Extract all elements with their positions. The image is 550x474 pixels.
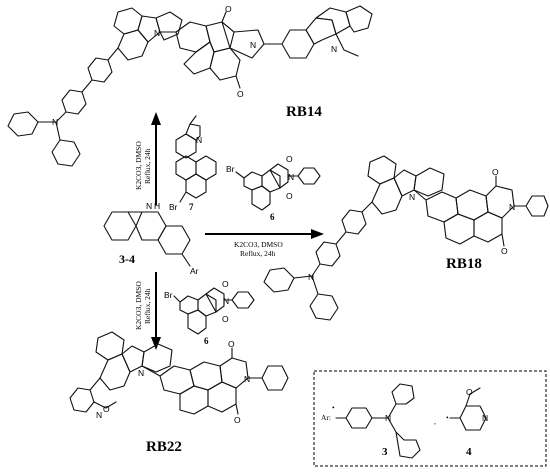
rb14-amine-n: N (52, 117, 58, 127)
rb18-structure (263, 155, 549, 321)
reagent-6d-n: N (223, 296, 229, 306)
reagent-6d-number: 6 (204, 336, 209, 346)
rb22-o-bottom: O (234, 415, 241, 425)
rb14-imide-n: N (250, 40, 256, 50)
down-reagent-line2: Reflux, 24h (143, 288, 152, 324)
rb18-carbazole-n: N (409, 192, 415, 202)
rb22-carbazole-n: N (138, 368, 144, 378)
reagent-7-number: 7 (189, 202, 194, 212)
rb14-o-bottom: O (237, 89, 244, 99)
ar-3-number: 3 (382, 446, 388, 458)
ar-4-attach: • (446, 413, 449, 422)
reagent-7-structure (175, 115, 217, 203)
ar-legend-box (313, 370, 547, 467)
reagent-6r-o-top: O (286, 154, 293, 164)
arrow-right-head (311, 229, 324, 239)
up-reagent-line2: Reflux, 24h (143, 148, 152, 184)
rb18-o-bottom: O (501, 246, 508, 256)
right-reagent-line1: K2CO3, DMSO (234, 240, 283, 249)
reagent-6r-o-bottom: O (286, 191, 293, 201)
rb18-o-top: O (492, 167, 499, 177)
reagent-6d-o-top: O (222, 279, 229, 289)
ar-sep: , (434, 417, 436, 426)
ar-4-n: N (482, 413, 488, 423)
ar-3-structure (335, 383, 421, 459)
start-structure (103, 211, 191, 267)
reagent-6r-br: Br (226, 164, 235, 174)
rb14-structure (7, 5, 373, 167)
reagent-6d-br: Br (164, 290, 173, 300)
reagent-6r-number: 6 (270, 212, 275, 222)
start-nh: N (146, 201, 152, 211)
ar-4-structure (449, 387, 487, 431)
down-reagent-line1: K2CO3, DMSO (134, 281, 143, 330)
rb14-o-top: O (225, 4, 232, 14)
rb22-imide-n: N (244, 374, 250, 384)
rb14-carbazole-n: N (154, 28, 160, 38)
rb22-structure (69, 331, 289, 415)
rb18-label: RB18 (446, 256, 482, 272)
arrow-down-head (151, 337, 161, 350)
reagent-6r-n: N (288, 172, 294, 182)
ar-legend-label: Ar: (321, 413, 331, 422)
rb22-o-top: O (228, 339, 235, 349)
up-reagent-line1: K2CO3, DMSO (134, 141, 143, 190)
ar-3-attach: • (332, 403, 335, 412)
ar-3-n: N (385, 413, 391, 423)
rb18-amine-n: N (308, 272, 314, 282)
reagent-6d-o-bottom: O (222, 314, 229, 324)
rb22-pyridine-n: N (96, 410, 102, 420)
rb14-ethyl-n: N (331, 44, 337, 54)
reagent-6-down-structure (173, 287, 255, 335)
start-h: H (154, 201, 160, 211)
arrow-up-head (151, 112, 161, 125)
rb14-label: RB14 (286, 104, 322, 120)
rb22-methoxy-o: O (103, 404, 110, 414)
start-label: 3-4 (119, 252, 135, 266)
reagent-7-n: N (196, 135, 202, 145)
reagent-7-br: Br (169, 202, 178, 212)
rb18-imide-n: N (509, 202, 515, 212)
ar-4-o: O (466, 387, 473, 397)
rb22-label: RB22 (146, 439, 182, 455)
right-reagent-line2: Reflux, 24h (240, 249, 276, 258)
ar-4-number: 4 (466, 446, 472, 458)
reagent-6-right-structure (235, 163, 321, 211)
start-ar: Ar (190, 266, 199, 276)
